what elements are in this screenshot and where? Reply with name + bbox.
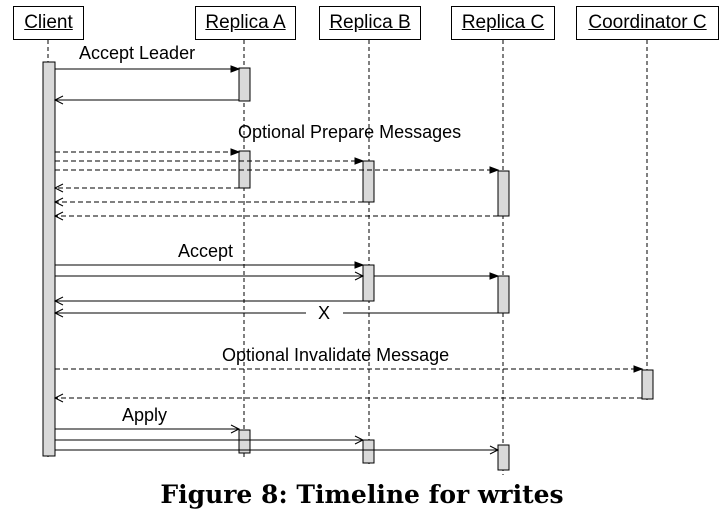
activation-replica-c-apply (497, 444, 510, 471)
activation-replica-a-apply (238, 429, 251, 454)
activation-replica-c-prepare (497, 170, 510, 217)
message-label-accept: Accept (178, 241, 234, 261)
activation-client (42, 61, 56, 457)
message-prepare-b-arrowhead (354, 157, 365, 165)
activation-coordinator-c-invalidate (641, 369, 654, 400)
reply-accept-c-arrowhead (53, 308, 64, 318)
activation-replica-c-accept (497, 275, 510, 314)
reply-prepare-b-arrowhead (53, 197, 64, 207)
message-accept-client-b-arrowhead (354, 271, 365, 281)
participant-client: Client (13, 6, 84, 40)
message-label-apply: Apply (122, 405, 168, 425)
message-label-optional-invalidate: Optional Invalidate Message (222, 345, 450, 365)
message-invalidate-arrowhead (633, 365, 644, 373)
reply-accept-leader-arrowhead (53, 95, 64, 105)
participant-replica-a: Replica A (195, 6, 296, 40)
message-apply-a-arrowhead (230, 424, 241, 434)
failed-reply-mark: X (318, 303, 331, 323)
reply-invalidate-arrowhead (53, 393, 64, 403)
message-accept-leader-arrowhead (230, 65, 241, 73)
activation-replica-b-apply (362, 439, 375, 464)
activation-replica-b-accept (362, 264, 375, 302)
participant-replica-b: Replica B (319, 6, 421, 40)
participant-replica-c: Replica C (451, 6, 555, 40)
message-apply-c-arrowhead (489, 445, 500, 455)
activation-replica-a-accept-leader (238, 67, 251, 102)
message-prepare-a-arrowhead (230, 148, 241, 156)
reply-accept-b-arrowhead (53, 296, 64, 306)
reply-prepare-a-arrowhead (53, 183, 64, 193)
activation-replica-b-prepare (362, 160, 375, 203)
message-label-accept-leader: Accept Leader (79, 43, 196, 63)
message-apply-b-arrowhead (354, 435, 365, 445)
figure-caption: Figure 8: Timeline for writes (160, 480, 564, 509)
message-prepare-c-arrowhead (489, 166, 500, 174)
message-accept-b-arrowhead (354, 261, 365, 269)
participant-coordinator-c: Coordinator C (576, 6, 719, 40)
reply-prepare-c-arrowhead (53, 211, 64, 221)
message-label-optional-prepare: Optional Prepare Messages (238, 122, 462, 142)
message-accept-c-arrowhead (489, 272, 500, 280)
